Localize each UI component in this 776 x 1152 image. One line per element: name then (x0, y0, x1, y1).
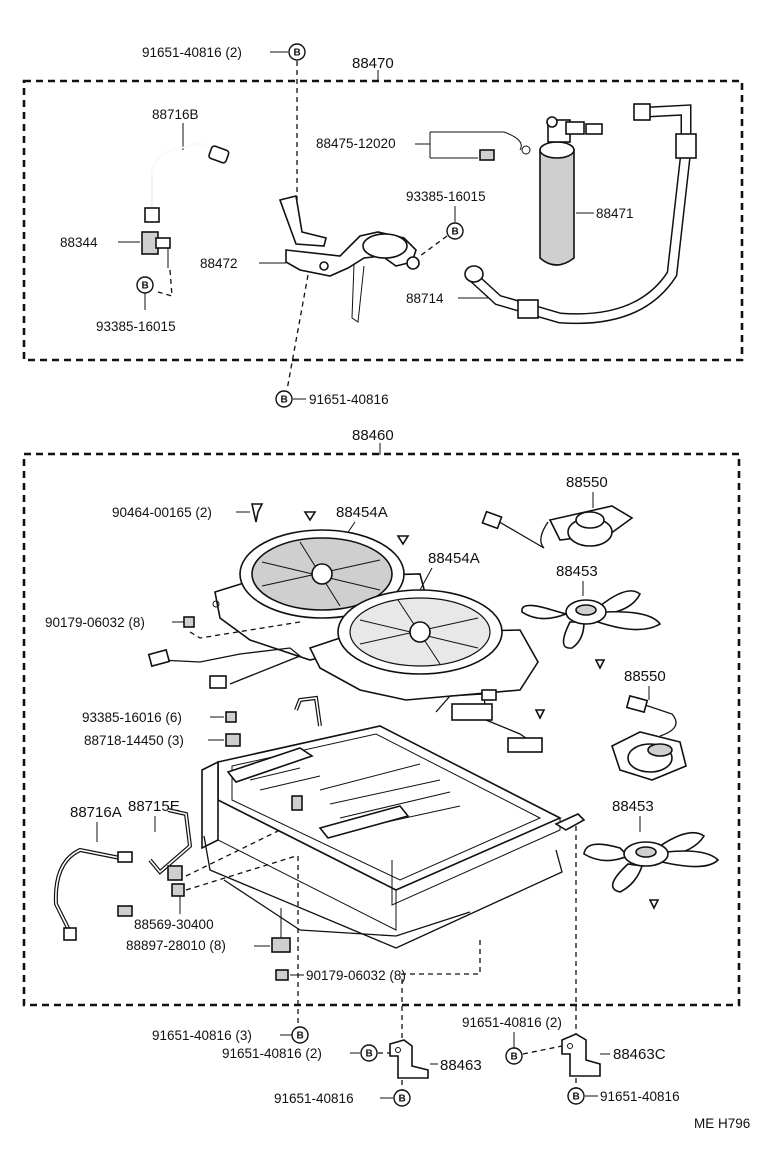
nut-icon (275, 969, 289, 981)
label-bolt-top: 91651-40816 (2) (142, 45, 242, 60)
svg-text:B: B (281, 395, 288, 406)
label-88715e: 88715E (128, 798, 180, 815)
label-88344: 88344 (60, 235, 98, 250)
label-88716a: 88716A (70, 804, 122, 821)
fan-shroud-1 (212, 529, 431, 661)
svg-text:B: B (452, 227, 459, 238)
label-bolt-mid: 91651-40816 (309, 392, 389, 407)
b-marker-icon: B (567, 1087, 585, 1105)
bracket-88472 (278, 195, 420, 323)
b-marker-icon: B (275, 390, 293, 408)
fan-motor-2 (611, 694, 687, 781)
label-clamp: 88718-14450 (3) (84, 733, 184, 748)
svg-text:B: B (366, 1049, 373, 1060)
clip-icon (251, 503, 264, 523)
svg-text:B: B (511, 1052, 518, 1063)
label-nut-1: 90179-06032 (8) (45, 615, 145, 630)
b-marker-icon: B (136, 276, 154, 294)
label-motor-2: 88550 (624, 668, 666, 685)
bolt-kit (479, 149, 495, 161)
svg-text:B: B (297, 1031, 304, 1042)
label-88716b: 88716B (152, 107, 199, 122)
label-bolt-2c: 91651-40816 (2) (462, 1015, 562, 1030)
label-motor-1: 88550 (566, 474, 608, 491)
label-clip: 90464-00165 (2) (112, 505, 212, 520)
svg-text:B: B (399, 1094, 406, 1105)
label-88463c: 88463C (613, 1046, 666, 1063)
o-ring (521, 145, 531, 155)
upper-assembly-frame (22, 79, 744, 362)
label-bolt-bottom-left: 91651-40816 (274, 1091, 354, 1106)
label-88463: 88463 (440, 1057, 482, 1074)
b-marker-icon: B (505, 1047, 523, 1065)
label-shroud-1: 88454A (336, 504, 388, 521)
label-88460: 88460 (352, 427, 394, 444)
label-88475: 88475-12020 (316, 136, 396, 151)
wire-harness-left (159, 647, 302, 685)
label-screw-b: 93385-16015 (96, 319, 176, 334)
svg-text:B: B (573, 1092, 580, 1103)
label-bolt-bottom-right: 91651-40816 (600, 1089, 680, 1104)
fan-blade-2 (583, 831, 720, 893)
label-shroud-2: 88454A (428, 550, 480, 567)
fan-blade-1 (521, 590, 662, 649)
label-screw-c: 93385-16016 (6) (82, 710, 182, 725)
receiver-88471 (539, 116, 603, 266)
label-88569: 88569-30400 (134, 917, 214, 932)
label-bolt-3: 91651-40816 (3) (152, 1028, 252, 1043)
svg-text:B: B (142, 281, 149, 292)
b-marker-icon: B (393, 1089, 411, 1107)
svg-text:B: B (294, 48, 301, 59)
lower-tray (203, 835, 563, 949)
nut-icon (183, 616, 195, 628)
bracket-88463c (561, 1033, 601, 1077)
b-marker-icon: B (291, 1026, 309, 1044)
lower-assembly-frame (22, 452, 741, 1007)
label-bolt-2b: 91651-40816 (2) (222, 1046, 322, 1061)
bracket-88463 (389, 1039, 429, 1079)
fan-motor-1 (481, 505, 634, 549)
fan-shroud-2 (308, 589, 539, 701)
cushion (271, 908, 291, 953)
label-nut-2: 90179-06032 (8) (306, 968, 406, 983)
label-fan-2: 88453 (612, 798, 654, 815)
b-marker-icon: B (360, 1044, 378, 1062)
b-marker-icon: B (288, 43, 306, 61)
label-88714: 88714 (406, 291, 444, 306)
reference-code: ME H796 (694, 1116, 750, 1131)
b-marker-icon: B (446, 222, 464, 240)
switch-88344 (141, 231, 171, 268)
hose-88714 (464, 103, 697, 325)
label-cushion: 88897-28010 (8) (126, 938, 226, 953)
label-fan-1: 88453 (556, 563, 598, 580)
label-88472: 88472 (200, 256, 238, 271)
label-screw-a: 93385-16015 (406, 189, 486, 204)
label-88471: 88471 (596, 206, 634, 221)
condenser-core (201, 725, 562, 931)
label-88470: 88470 (352, 55, 394, 72)
tube-88716b (144, 142, 230, 223)
